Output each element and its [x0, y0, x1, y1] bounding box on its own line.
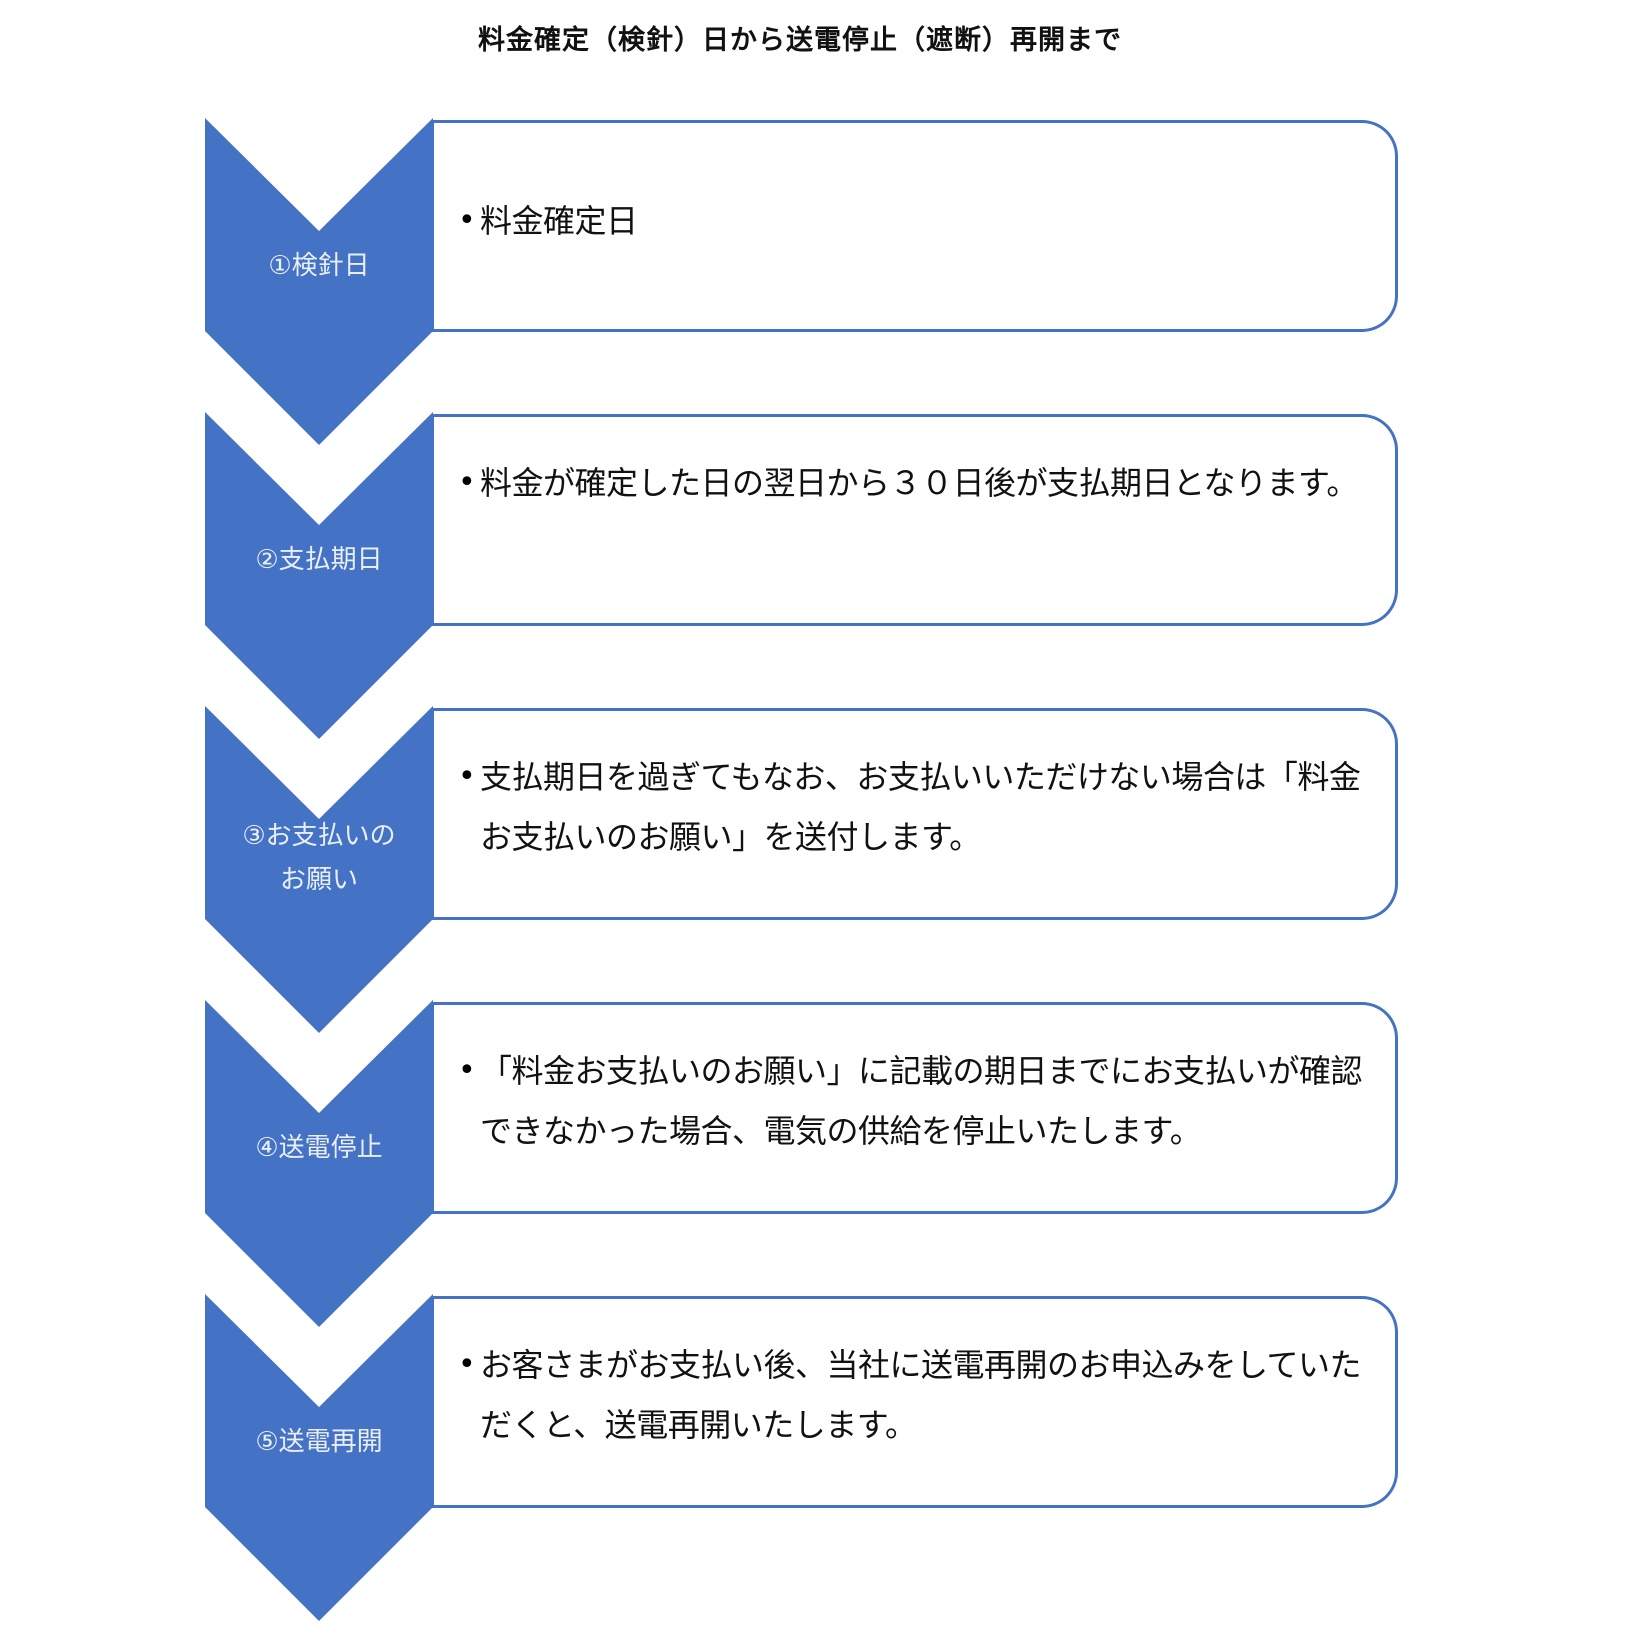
- bullet-icon: •: [458, 1347, 476, 1382]
- chevron-arrow-icon: [205, 1294, 433, 1622]
- bullet-icon: •: [458, 759, 476, 794]
- chevron-arrow-icon: [205, 412, 433, 740]
- step-label: ②支払期日: [255, 545, 383, 575]
- step-label: ③お支払いの お願い: [242, 821, 396, 895]
- bullet-icon: •: [458, 1053, 476, 1088]
- step-label: ⑤送電再開: [255, 1427, 383, 1457]
- step-description-box: • 「料金お支払いのお願い」に記載の期日までにお支払いが確認できなかった場合、電…: [432, 1002, 1398, 1214]
- step-description: 支払期日を過ぎてもなお、お支払いいただけない場合は「料金お支払いのお願い」を送付…: [480, 758, 1361, 856]
- step-3: ③お支払いの お願い • 支払期日を過ぎてもなお、お支払いいただけない場合は「料…: [0, 706, 1650, 1036]
- chevron-arrow-icon: [205, 706, 433, 1034]
- diagram-title: 料金確定（検針）日から送電停止（遮断）再開まで: [478, 25, 1122, 56]
- step-1: ①検針日 • 料金確定日: [0, 118, 1650, 448]
- chevron-arrow-icon: [205, 1000, 433, 1328]
- step-5: ⑤送電再開 • お客さまがお支払い後、当社に送電再開のお申込みをしていただくと、…: [0, 1294, 1650, 1624]
- step-2: ②支払期日 • 料金が確定した日の翌日から３０日後が支払期日となります。: [0, 412, 1650, 742]
- step-description: 料金が確定した日の翌日から３０日後が支払期日となります。: [480, 464, 1358, 502]
- step-label: ④送電停止: [255, 1133, 383, 1163]
- chevron-arrow-icon: [205, 118, 433, 446]
- step-label: ①検針日: [268, 251, 370, 281]
- step-description: 料金確定日: [480, 202, 638, 240]
- step-description-box: • 料金が確定した日の翌日から３０日後が支払期日となります。: [432, 414, 1398, 626]
- bullet-icon: •: [458, 465, 476, 500]
- step-description-box: • 料金確定日: [432, 120, 1398, 332]
- step-4: ④送電停止 • 「料金お支払いのお願い」に記載の期日までにお支払いが確認できなか…: [0, 1000, 1650, 1330]
- step-description-box: • お客さまがお支払い後、当社に送電再開のお申込みをしていただくと、送電再開いた…: [432, 1296, 1398, 1508]
- step-description: お客さまがお支払い後、当社に送電再開のお申込みをしていただくと、送電再開いたしま…: [480, 1346, 1362, 1444]
- bullet-icon: •: [458, 203, 476, 238]
- step-description-box: • 支払期日を過ぎてもなお、お支払いいただけない場合は「料金お支払いのお願い」を…: [432, 708, 1398, 920]
- step-description: 「料金お支払いのお願い」に記載の期日までにお支払いが確認できなかった場合、電気の…: [480, 1052, 1363, 1150]
